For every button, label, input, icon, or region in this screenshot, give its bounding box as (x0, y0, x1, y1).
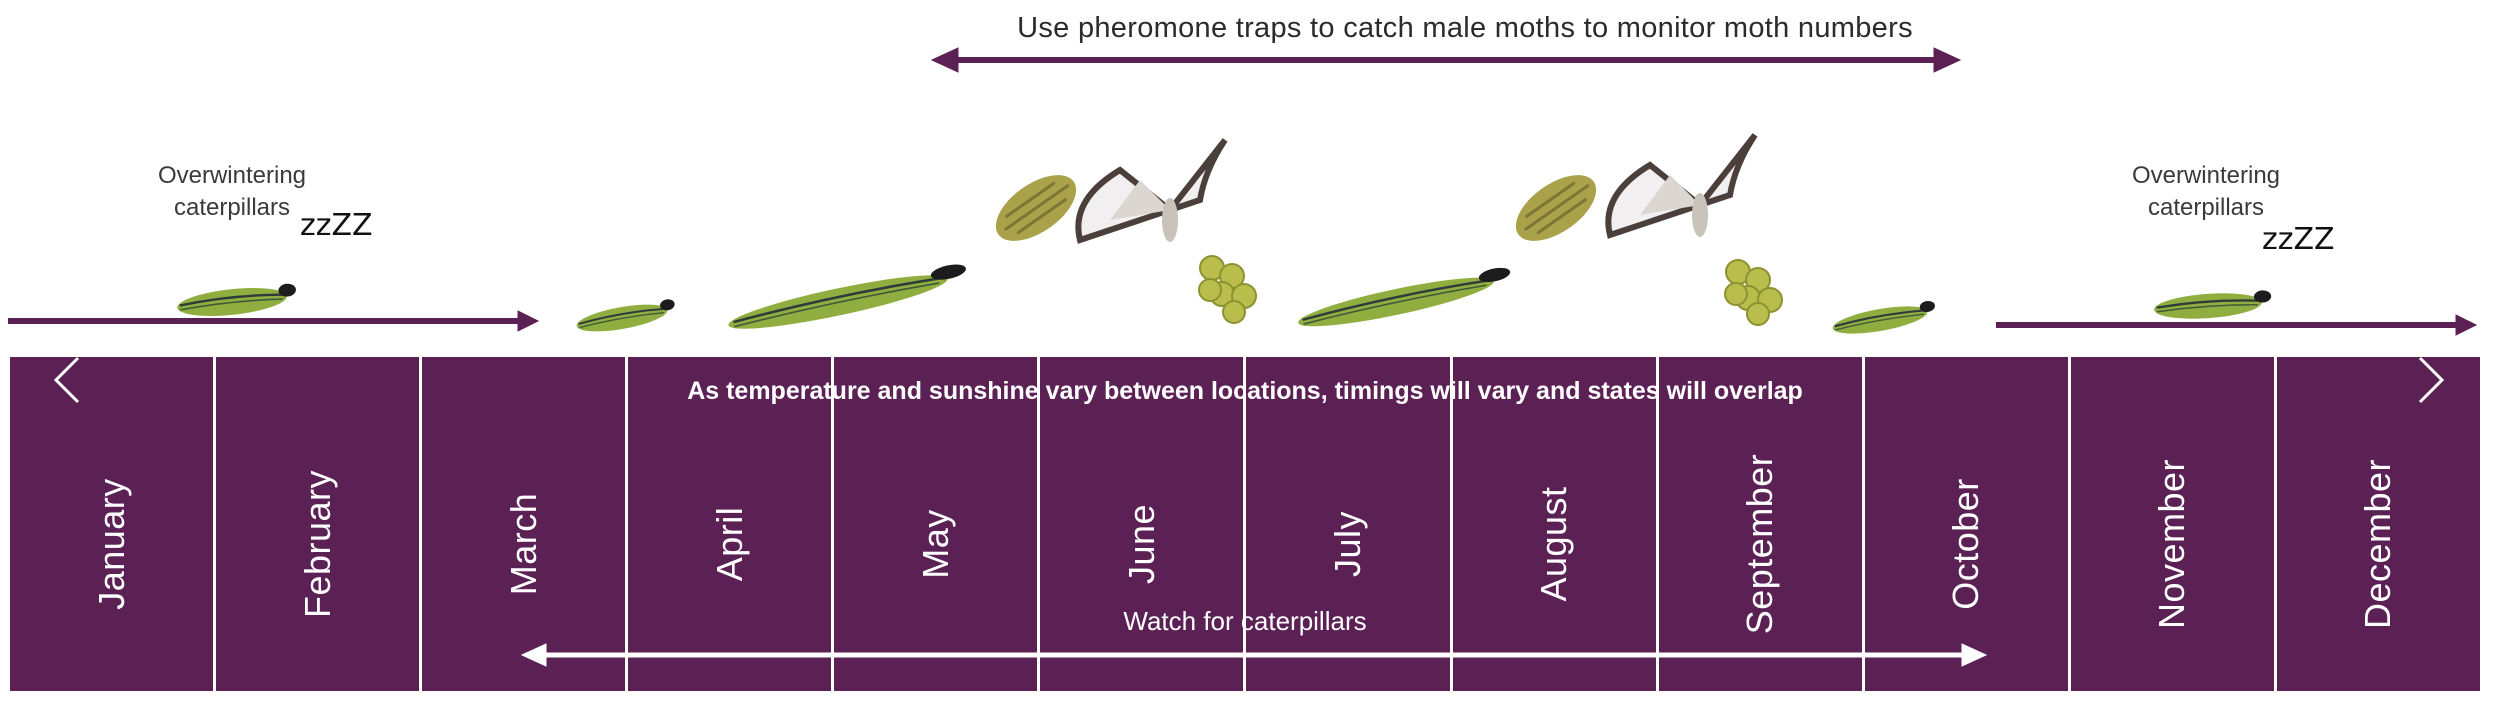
sleep-text-left: zzZZ (300, 208, 373, 243)
egg-cluster-icon-summer-2 (1724, 259, 1783, 326)
moth-icon-summer-1 (1075, 138, 1228, 244)
month-column-august: August (1452, 357, 1659, 691)
chevron-left-icon[interactable] (48, 350, 88, 410)
month-column-january: January (10, 357, 217, 691)
month-column-december: December (2276, 357, 2480, 691)
month-calendar: January February March April May June Ju… (10, 357, 2480, 691)
watch-caterpillars-caption: Watch for caterpillars (1123, 606, 1367, 636)
overwinter-note-left: Overwintering caterpillars (102, 160, 362, 224)
pheromone-caption: Use pheromone traps to catch male moths … (1017, 12, 1913, 44)
month-column-june: June (1040, 357, 1247, 691)
overwinter-note-right-line1: Overwintering (2131, 162, 2281, 189)
timing-variation-banner: As temperature and sunshine vary between… (687, 377, 1803, 405)
month-column-october: October (1864, 357, 2071, 691)
month-column-may: May (834, 357, 1041, 691)
pheromone-period-arrow (930, 47, 1962, 73)
sleep-text-right: zzZZ (2262, 222, 2335, 257)
sleep-icon-right: zzZZ (2262, 222, 2335, 257)
chevron-right-icon[interactable] (2410, 350, 2450, 410)
watch-period-arrow (520, 643, 1988, 667)
pupa-icon-summer-2 (1515, 175, 1597, 241)
month-column-july: July (1246, 357, 1453, 691)
pupa-icon-summer-1 (995, 175, 1077, 241)
month-column-september: September (1658, 357, 1865, 691)
moth-icon-summer-2 (1605, 133, 1758, 239)
month-column-april: April (628, 357, 835, 691)
overwinter-note-left-line1: Overwintering (157, 162, 307, 189)
overwinter-note-left-line2: caterpillars (173, 194, 291, 221)
overwinter-note-right: Overwintering caterpillars (2076, 160, 2336, 224)
egg-cluster-icon-summer-1 (1198, 255, 1257, 324)
month-column-november: November (2070, 357, 2277, 691)
overwinter-note-right-line2: caterpillars (2147, 194, 2265, 221)
overwinter-left-arrow (8, 310, 540, 332)
month-column-march: March (422, 357, 629, 691)
sleep-icon-left: zzZZ (300, 208, 373, 243)
overwinter-right-arrow (1996, 314, 2478, 336)
month-column-february: February (216, 357, 423, 691)
